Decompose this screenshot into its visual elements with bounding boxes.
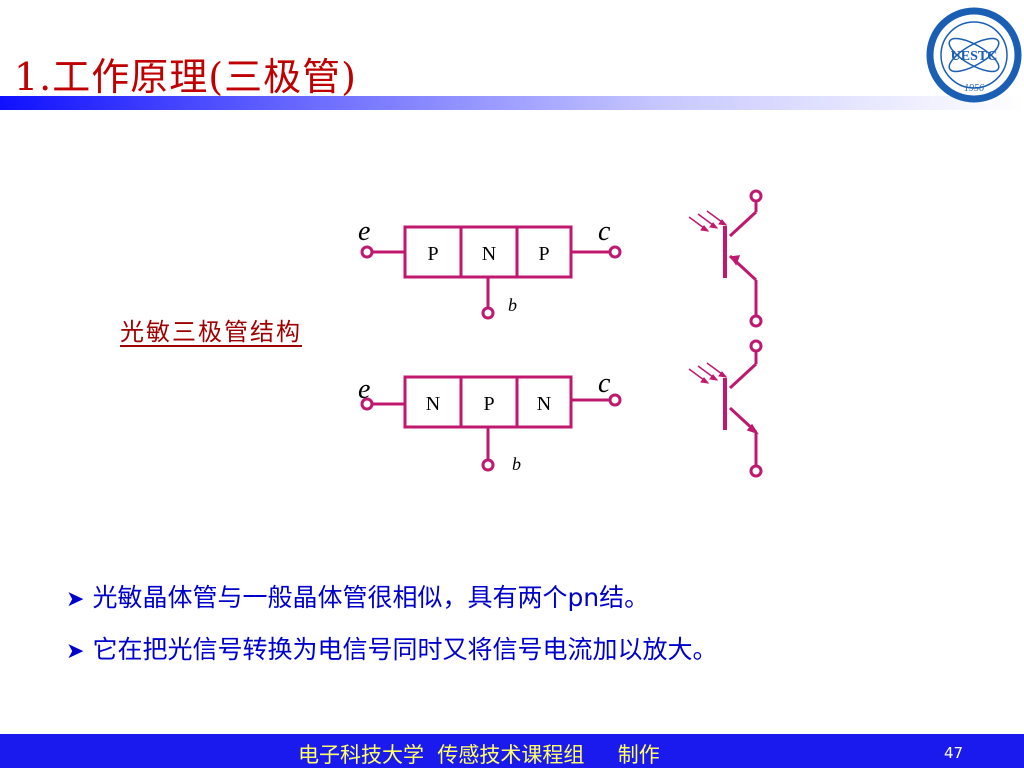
pnp-collector-label: c <box>598 216 611 247</box>
university-logo: UESTC 1956 <box>926 7 1022 103</box>
bullet-text: 光敏晶体管与一般晶体管很相似，具有两个pn结。 <box>92 583 650 612</box>
pnp-phototransistor-symbol <box>688 189 763 328</box>
logo-text: UESTC <box>951 49 998 64</box>
npn-collector-label: c <box>598 368 611 399</box>
pnp-emitter-label: e <box>358 216 370 247</box>
arrow-bullet-icon: ➤ <box>66 587 85 612</box>
npn-structure <box>360 375 622 472</box>
bullet-item: ➤ 它在把光信号转换为电信号同时又将信号电流加以放大。 <box>66 624 717 676</box>
npn-layer-1: N <box>426 393 440 415</box>
npn-layer-2: P <box>483 393 494 415</box>
npn-layer-3: N <box>537 393 551 415</box>
arrow-bullet-icon: ➤ <box>66 639 85 664</box>
npn-emitter-label: e <box>358 374 370 405</box>
npn-base-label: b <box>512 454 521 474</box>
pnp-layer-1: P <box>427 243 438 265</box>
footer-bar: 电子科技大学 传感技术课程组 制作 47 <box>0 734 1024 768</box>
npn-phototransistor-symbol <box>688 339 763 478</box>
logo-year: 1956 <box>964 83 984 94</box>
bullet-list: ➤ 光敏晶体管与一般晶体管很相似，具有两个pn结。 ➤ 它在把光信号转换为电信号同时… <box>66 572 717 676</box>
pnp-layer-3: P <box>538 243 549 265</box>
title-gradient-bar <box>0 96 1024 110</box>
bullet-text: 它在把光信号转换为电信号同时又将信号电流加以放大。 <box>92 635 718 664</box>
bullet-item: ➤ 光敏晶体管与一般晶体管很相似，具有两个pn结。 <box>66 572 717 624</box>
pnp-structure <box>360 225 622 320</box>
pnp-layer-2: N <box>482 243 496 265</box>
structure-label: 光敏三极管结构 <box>120 318 302 346</box>
page-number: 47 <box>944 744 964 762</box>
slide-title: 1.工作原理(三极管) <box>14 55 357 99</box>
pnp-base-label: b <box>508 295 517 315</box>
footer-text: 电子科技大学 传感技术课程组 制作 <box>298 743 660 767</box>
